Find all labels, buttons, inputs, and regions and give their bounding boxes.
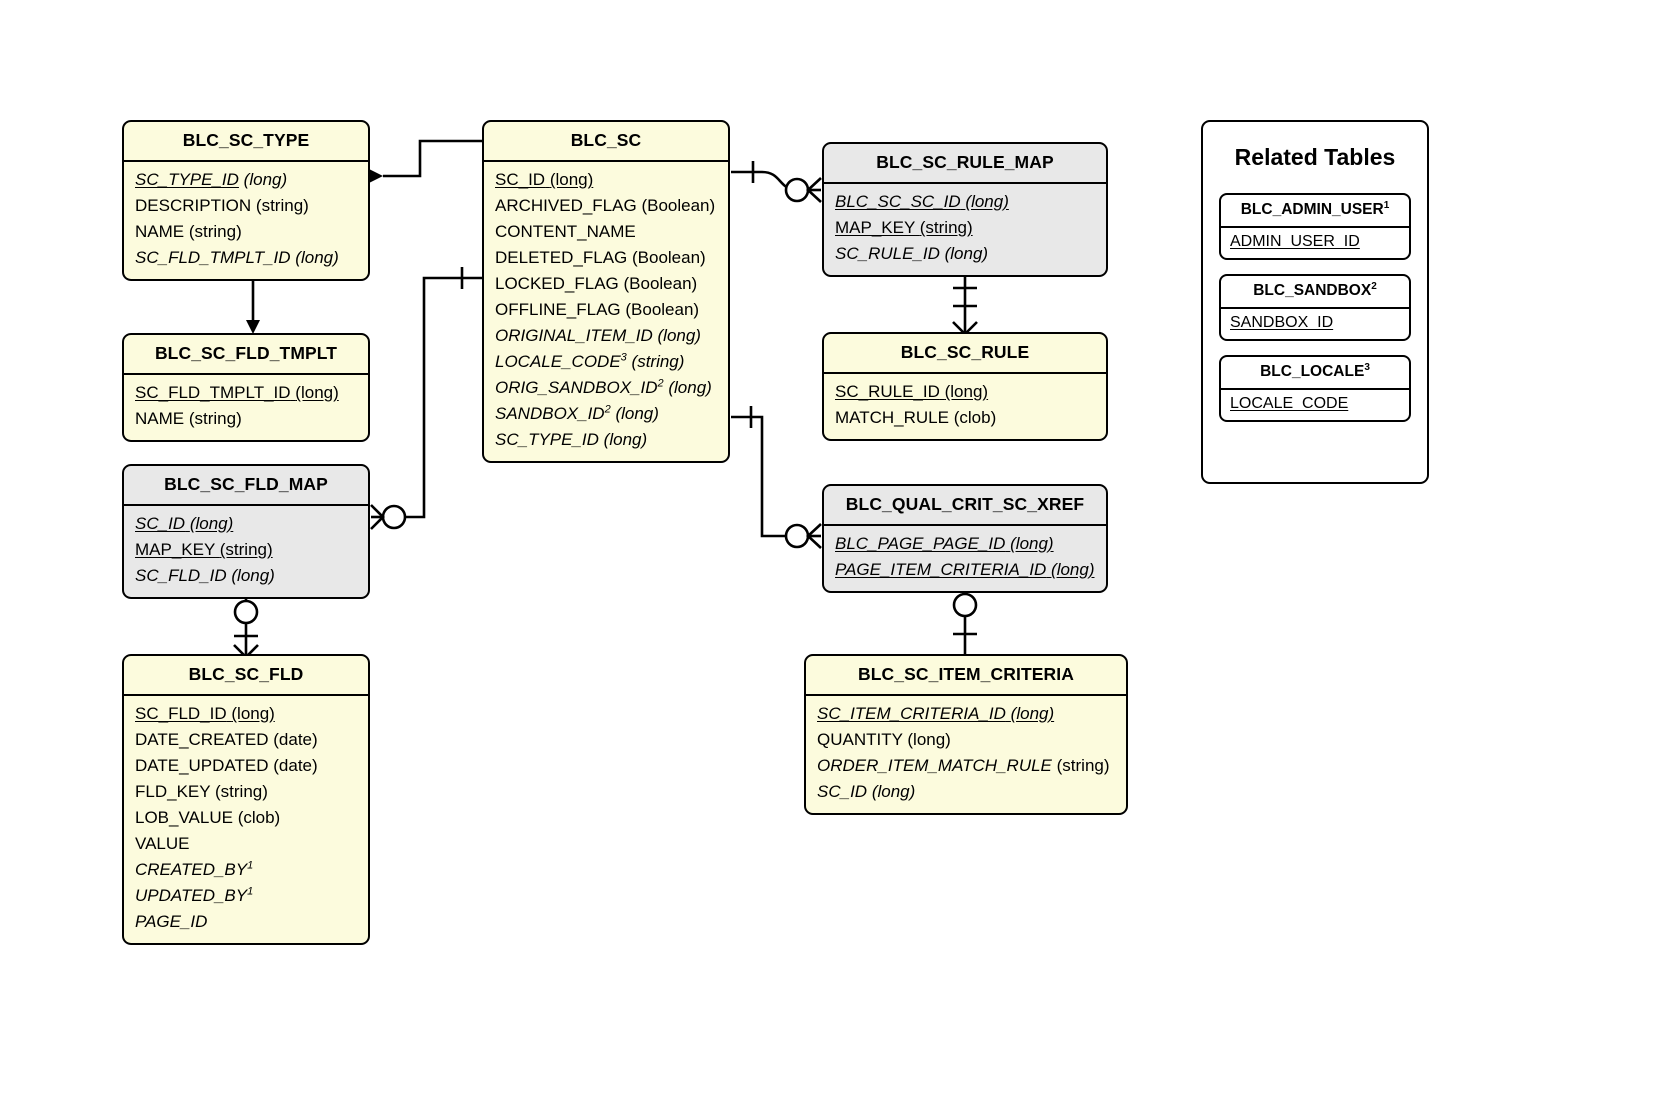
entity-attribute-list: BLC_SC_SC_ID (long) MAP_KEY (string) SC_… <box>824 184 1106 275</box>
attribute-row: DATE_CREATED (date) <box>135 730 318 749</box>
related-table-blc-admin-user[interactable]: BLC_ADMIN_USER1 ADMIN_USER_ID <box>1219 193 1411 260</box>
entity-title: BLC_SC_ITEM_CRITERIA <box>806 656 1126 696</box>
entity-blc-sc-rule-map[interactable]: BLC_SC_RULE_MAP BLC_SC_SC_ID (long) MAP_… <box>822 142 1108 277</box>
attribute-row: NAME (string) <box>135 222 242 241</box>
entity-blc-sc[interactable]: BLC_SC SC_ID (long) ARCHIVED_FLAG (Boole… <box>482 120 730 463</box>
attribute-row: MAP_KEY (string) <box>135 540 273 559</box>
attribute-row: VALUE <box>135 834 190 853</box>
attribute-row: SC_FLD_TMPLT_ID (long) <box>135 248 339 267</box>
related-table-attribute: SANDBOX_ID <box>1230 314 1334 331</box>
attribute-row: SC_RULE_ID (long) <box>835 244 989 263</box>
attribute-row: MATCH_RULE (clob) <box>835 408 997 427</box>
entity-title: BLC_SC_FLD <box>124 656 368 696</box>
attribute-row: SC_ITEM_CRITERIA_ID (long) <box>817 704 1055 723</box>
link-sc-to-sc-fld-map <box>370 267 483 530</box>
entity-attribute-list: SC_FLD_TMPLT_ID (long) NAME (string) <box>124 375 368 440</box>
attribute-row: SC_ID (long) <box>817 782 916 801</box>
entity-title: BLC_SC_TYPE <box>124 122 368 162</box>
link-sc-to-sc-rule-map <box>731 161 822 203</box>
attribute-row: FLD_KEY (string) <box>135 782 268 801</box>
entity-title: BLC_SC <box>484 122 728 162</box>
attribute-row: CONTENT_NAME <box>495 222 636 241</box>
entity-title: BLC_SC_RULE <box>824 334 1106 374</box>
entity-attribute-list: SC_RULE_ID (long) MATCH_RULE (clob) <box>824 374 1106 439</box>
attribute-row: PAGE_ITEM_CRITERIA_ID (long) <box>835 560 1095 579</box>
attribute-row: SC_ID (long) <box>135 514 234 533</box>
attribute-row: DELETED_FLAG (Boolean) <box>495 248 706 267</box>
entity-title: BLC_SC_RULE_MAP <box>824 144 1106 184</box>
entity-title: BLC_SC_FLD_TMPLT <box>124 335 368 375</box>
link-sc-to-sc-type <box>369 139 483 183</box>
attribute-row: DESCRIPTION (string) <box>135 196 309 215</box>
entity-attribute-list: SC_FLD_ID (long) DATE_CREATED (date) DAT… <box>124 696 368 943</box>
entity-blc-sc-fld-map[interactable]: BLC_SC_FLD_MAP SC_ID (long) MAP_KEY (str… <box>122 464 370 599</box>
entity-attribute-list: SC_ID (long) ARCHIVED_FLAG (Boolean) CON… <box>484 162 728 461</box>
attribute-row: UPDATED_BY1 <box>135 885 254 905</box>
entity-blc-qual-crit-sc-xref[interactable]: BLC_QUAL_CRIT_SC_XREF BLC_PAGE_PAGE_ID (… <box>822 484 1108 593</box>
attribute-row: BLC_PAGE_PAGE_ID (long) <box>835 534 1054 553</box>
attribute-row: SC_FLD_ID (long) <box>135 566 275 585</box>
related-table-title: BLC_LOCALE3 <box>1221 357 1409 390</box>
attribute-row: LOCKED_FLAG (Boolean) <box>495 274 698 293</box>
related-table-title: BLC_SANDBOX2 <box>1221 276 1409 309</box>
attribute-row: LOCALE_CODE3 (string) <box>495 351 685 371</box>
entity-title: BLC_QUAL_CRIT_SC_XREF <box>824 486 1106 526</box>
entity-attribute-list: SC_TYPE_ID (long) DESCRIPTION (string) N… <box>124 162 368 279</box>
entity-blc-sc-type[interactable]: BLC_SC_TYPE SC_TYPE_ID (long) DESCRIPTIO… <box>122 120 370 281</box>
attribute-row: SC_FLD_ID (long) <box>135 704 275 723</box>
attribute-row: QUANTITY (long) <box>817 730 951 749</box>
attribute-row: SC_TYPE_ID (long) <box>495 430 648 449</box>
related-table-blc-locale[interactable]: BLC_LOCALE3 LOCALE_CODE <box>1219 355 1411 422</box>
attribute-row: ORDER_ITEM_MATCH_RULE (string) <box>817 756 1110 775</box>
attribute-row: OFFLINE_FLAG (Boolean) <box>495 300 700 319</box>
attribute-row: ORIG_SANDBOX_ID2 (long) <box>495 377 712 397</box>
entity-attribute-list: SC_ID (long) MAP_KEY (string) SC_FLD_ID … <box>124 506 368 597</box>
entity-title: BLC_SC_FLD_MAP <box>124 466 368 506</box>
entity-blc-sc-fld[interactable]: BLC_SC_FLD SC_FLD_ID (long) DATE_CREATED… <box>122 654 370 945</box>
attribute-row: SANDBOX_ID2 (long) <box>495 403 659 423</box>
attribute-row: SC_FLD_TMPLT_ID (long) <box>135 383 339 402</box>
attribute-row: PAGE_ID <box>135 912 208 931</box>
entity-blc-sc-fld-tmplt[interactable]: BLC_SC_FLD_TMPLT SC_FLD_TMPLT_ID (long) … <box>122 333 370 442</box>
related-table-blc-sandbox[interactable]: BLC_SANDBOX2 SANDBOX_ID <box>1219 274 1411 341</box>
entity-blc-sc-item-criteria[interactable]: BLC_SC_ITEM_CRITERIA SC_ITEM_CRITERIA_ID… <box>804 654 1128 815</box>
entity-attribute-list: BLC_PAGE_PAGE_ID (long) PAGE_ITEM_CRITER… <box>824 526 1106 591</box>
attribute-row: ARCHIVED_FLAG (Boolean) <box>495 196 716 215</box>
attribute-row: BLC_SC_SC_ID (long) <box>835 192 1009 211</box>
attribute-row: NAME (string) <box>135 409 242 428</box>
related-table-title: BLC_ADMIN_USER1 <box>1221 195 1409 228</box>
related-table-attribute: ADMIN_USER_ID <box>1230 233 1360 250</box>
attribute-row: SC_RULE_ID (long) <box>835 382 989 401</box>
entity-blc-sc-rule[interactable]: BLC_SC_RULE SC_RULE_ID (long) MATCH_RULE… <box>822 332 1108 441</box>
attribute-row: LOB_VALUE (clob) <box>135 808 281 827</box>
attribute-row: MAP_KEY (string) <box>835 218 973 237</box>
related-tables-panel: Related Tables BLC_ADMIN_USER1 ADMIN_USE… <box>1201 120 1429 484</box>
attribute-row: SC_TYPE_ID (long) <box>135 170 288 189</box>
link-sc-to-qual-crit-xref <box>731 406 822 549</box>
attribute-row: ORIGINAL_ITEM_ID (long) <box>495 326 701 345</box>
attribute-row: CREATED_BY1 <box>135 859 254 879</box>
related-table-attribute: LOCALE_CODE <box>1230 395 1349 412</box>
entity-attribute-list: SC_ITEM_CRITERIA_ID (long) QUANTITY (lon… <box>806 696 1126 813</box>
related-tables-title: Related Tables <box>1234 144 1396 170</box>
attribute-row: DATE_UPDATED (date) <box>135 756 318 775</box>
attribute-row: SC_ID (long) <box>495 170 594 189</box>
